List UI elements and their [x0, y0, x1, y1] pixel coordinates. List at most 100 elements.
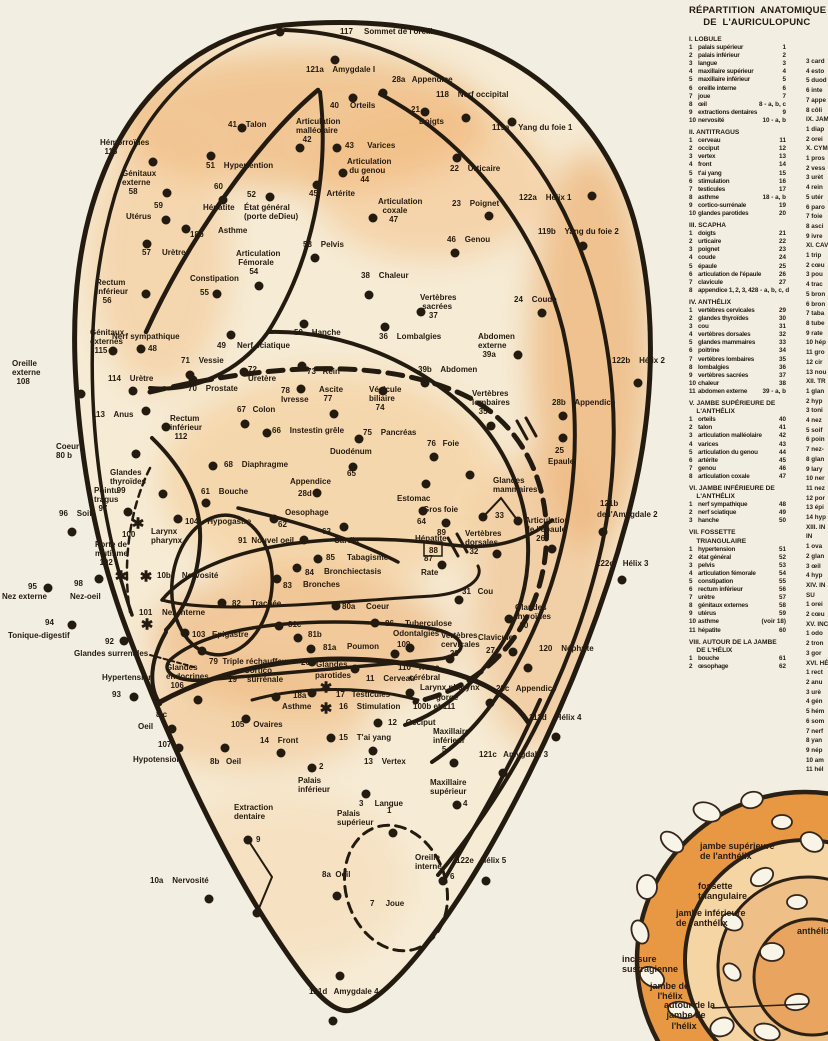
legend-item-index: 10 — [689, 209, 697, 217]
legend-item-index: 5 — [689, 169, 693, 177]
legend-section-heading: VII. FOSSETTE TRIANGULAIRE — [689, 529, 747, 545]
acupuncture-point-dot — [208, 461, 218, 471]
legend-item-number: 62 — [778, 662, 786, 670]
legend-item-index: 5 — [689, 262, 693, 270]
legend-item-label: langue — [698, 60, 718, 68]
acupuncture-point-dot — [252, 908, 262, 918]
legend-column2-fragment: 1 odo — [806, 630, 823, 638]
point-label: 73 Rein — [307, 367, 340, 376]
point-label: 28c Appendice — [496, 684, 557, 693]
legend-item-index: 3 — [689, 153, 693, 161]
acupuncture-point-dot — [136, 344, 146, 354]
point-label: Vertèbres cervicales 29 — [441, 631, 480, 658]
legend-section-heading: I. LOBULE — [689, 36, 722, 43]
point-label: 18b — [190, 230, 204, 239]
legend-item-index: 2 — [689, 145, 693, 153]
acupuncture-point-dot — [108, 346, 118, 356]
point-label: Articulation Fémorale 54 — [236, 249, 281, 276]
legend-section-heading: VIII. AUTOUR DE LA JAMBE DE L'HÉLIX — [689, 638, 777, 654]
fossette-upper-border — [143, 87, 321, 335]
legend-item-label: poignet — [698, 246, 720, 254]
acupuncture-point-dot — [330, 55, 340, 65]
inset-region-label: fossette triangulaire — [698, 881, 748, 902]
legend-item-number: 48 — [778, 501, 786, 509]
legend-item-index: 6 — [689, 177, 693, 185]
point-label: 60 — [214, 182, 223, 191]
acupuncture-point-dot — [312, 180, 322, 190]
legend-item-index: 3 — [689, 60, 693, 68]
helix-rim-right — [283, 28, 616, 877]
acupuncture-point-dot — [274, 621, 284, 631]
legend-item-number: 18 - a, b — [762, 193, 786, 201]
point-label: 53 Pelvis — [303, 240, 344, 249]
acupuncture-point-dot — [498, 768, 508, 778]
inset-region-label: autour de la jambe de l'hélix — [664, 1000, 716, 1031]
acupuncture-point-dot — [188, 375, 198, 385]
legend-item-number: 50 — [778, 517, 786, 525]
legend-item-number: 41 — [778, 424, 786, 432]
acupuncture-point-dot — [193, 695, 203, 705]
legend-item-label: clavicule — [698, 278, 723, 286]
legend-item-number: 60 — [778, 626, 786, 634]
legend-item-index: 4 — [689, 254, 693, 262]
legend-item-number: 33 — [778, 339, 786, 347]
acupuncture-point-dot — [218, 195, 228, 205]
acupuncture-point-dot — [296, 384, 306, 394]
acupuncture-point-dot — [450, 248, 460, 258]
point-label: 2 — [319, 762, 324, 771]
point-label: 3 Langue — [359, 799, 404, 808]
acupuncture-point-dot — [241, 714, 251, 724]
point-label: 122e Hélix 5 — [456, 856, 507, 865]
acupuncture-point-dot — [237, 123, 247, 133]
acupuncture-point-dot — [306, 644, 316, 654]
legend-item-label: œil — [698, 100, 707, 108]
legend-column2-fragment: 11 nez — [806, 484, 825, 492]
legend-item-number: 21 — [778, 230, 786, 238]
acupuncture-point-dot — [478, 512, 488, 522]
joue-dashed-ellipse — [342, 823, 450, 953]
point-label: 1 — [387, 806, 392, 815]
point-label: 4 — [463, 799, 468, 808]
point-label: 31 Cou — [462, 587, 494, 596]
legend-item-label: glandes thyroïdes — [698, 315, 749, 323]
point-label: 48 — [148, 344, 157, 353]
legend-item-index: 6 — [689, 84, 693, 92]
acupuncture-point-dot — [445, 654, 455, 664]
point-label: Appendice — [290, 477, 331, 486]
acupuncture-point-dot — [119, 636, 129, 646]
point-label: 27 — [486, 646, 495, 655]
ear-shading — [90, 50, 650, 970]
point-label: 109 — [397, 640, 411, 649]
legend-item-number: 36 — [778, 363, 786, 371]
point-label: 61 Bouche — [201, 487, 249, 496]
legend-item-label: cerveau — [698, 137, 721, 145]
acupuncture-point-dot — [239, 367, 249, 377]
legend-item-label: urticaire — [698, 238, 722, 246]
legend-item-index: 3 — [689, 561, 693, 569]
acupuncture-point-dot — [94, 574, 104, 584]
point-label: 8b Oeil — [210, 757, 242, 766]
legend-item-number: 61 — [778, 654, 786, 662]
point-label: Palais supérieur — [337, 809, 374, 827]
acupuncture-point-dot — [161, 215, 171, 225]
legend-item-index: 8 — [689, 286, 693, 294]
point-label: 91 Nouvel oeil — [238, 536, 295, 545]
legend-item-label: appendice 1, 2, 3, 4 — [698, 286, 752, 294]
acupuncture-point-dot — [461, 113, 471, 123]
point-label: Génitaux externe 58 — [122, 169, 157, 196]
legend-item-index: 2 — [689, 52, 693, 60]
acupuncture-point-dot — [307, 657, 317, 667]
acupuncture-point-dot — [405, 688, 415, 698]
point-label: Rectum inférieur 56 — [96, 278, 129, 305]
